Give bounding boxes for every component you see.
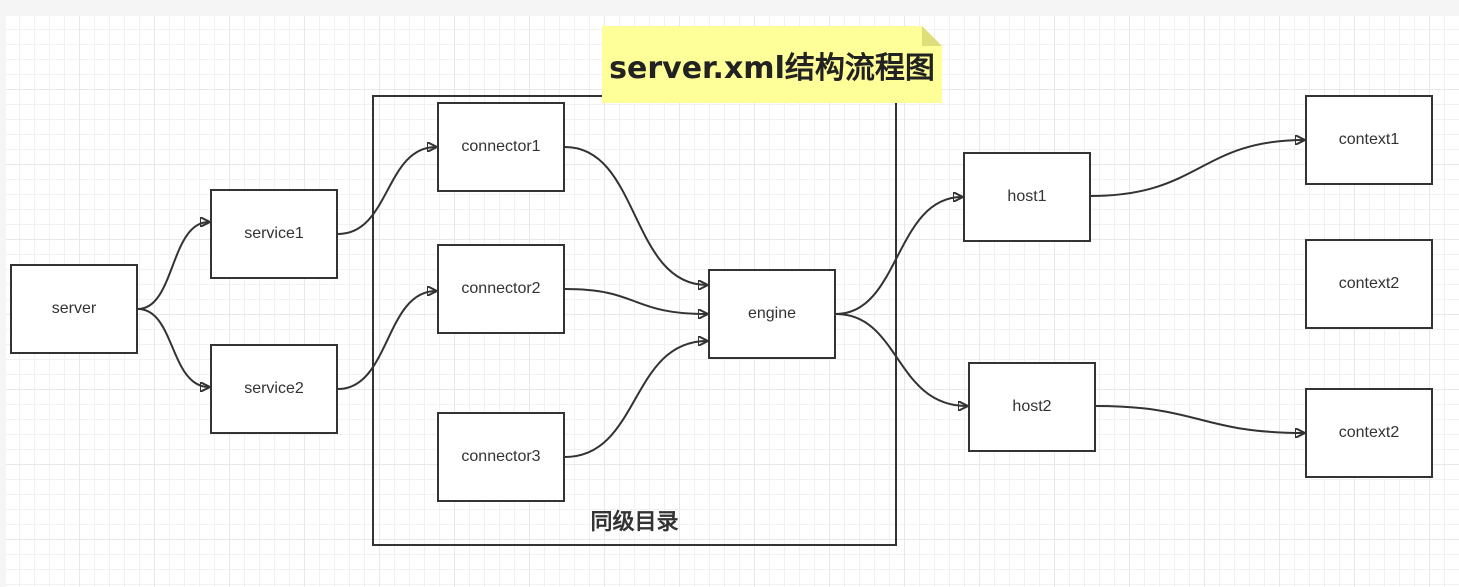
node-service2[interactable]: service2	[210, 344, 338, 434]
title-note[interactable]: server.xml结构流程图	[602, 26, 942, 103]
node-server[interactable]: server	[10, 264, 138, 354]
node-host1[interactable]: host1	[963, 152, 1091, 242]
group-label: 同级目录	[590, 510, 679, 535]
node-host2[interactable]: host2	[968, 362, 1096, 452]
node-connector1[interactable]: connector1	[437, 102, 565, 192]
node-context2-b[interactable]: context2	[1305, 388, 1433, 478]
node-engine[interactable]: engine	[708, 269, 836, 359]
node-context2-a[interactable]: context2	[1305, 239, 1433, 329]
node-connector3[interactable]: connector3	[437, 412, 565, 502]
node-service1[interactable]: service1	[210, 189, 338, 279]
node-connector2[interactable]: connector2	[437, 244, 565, 334]
node-context1[interactable]: context1	[1305, 95, 1433, 185]
